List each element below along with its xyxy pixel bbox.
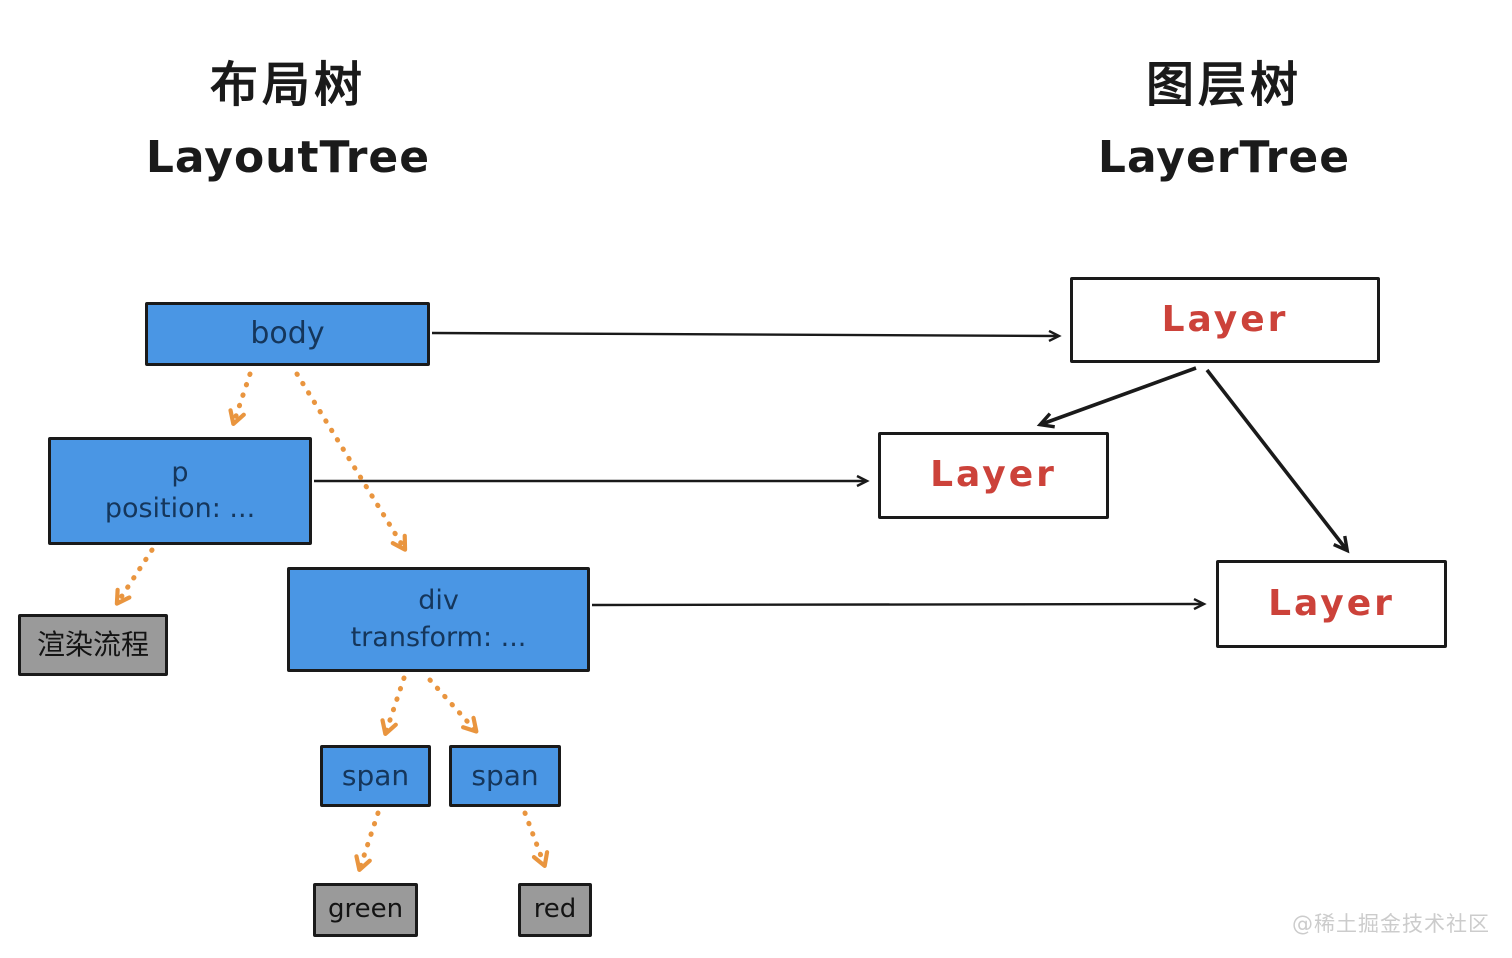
- node-layer-middle-label: Layer: [930, 454, 1057, 496]
- edge-body-p: [228, 371, 253, 426]
- node-green-label: green: [327, 894, 404, 925]
- edge-layer-top-layer-middle: [1036, 366, 1197, 429]
- node-p-style: position: ...: [104, 493, 256, 524]
- node-span-right: span: [449, 745, 561, 807]
- node-layer-bottom: Layer: [1216, 560, 1447, 648]
- edge-div-span-right: [427, 677, 479, 734]
- node-p-tag: p: [171, 456, 189, 488]
- edge-div-layer-bottom: [591, 597, 1207, 611]
- node-div-tag: div: [418, 585, 459, 617]
- node-red-label: red: [533, 894, 577, 925]
- layout-tree-title: 布局树 LayoutTree: [88, 58, 488, 182]
- node-span-left: span: [320, 745, 431, 807]
- node-body: body: [145, 302, 430, 366]
- layer-tree-title-en: LayerTree: [1097, 132, 1351, 183]
- layer-tree-title-cn: 图层树: [1145, 57, 1302, 113]
- layer-tree-title: 图层树 LayerTree: [1024, 58, 1424, 182]
- layout-tree-title-cn: 布局树: [209, 57, 366, 113]
- node-div: div transform: ...: [287, 567, 590, 672]
- node-layer-middle: Layer: [878, 432, 1109, 519]
- edge-body-layer-top: [431, 329, 1062, 343]
- edge-div-span-left: [380, 675, 407, 736]
- node-body-label: body: [250, 315, 325, 351]
- edge-p-render-process: [114, 547, 155, 606]
- edge-layer-top-layer-bottom: [1205, 368, 1350, 554]
- node-span-right-label: span: [471, 759, 539, 793]
- node-red: red: [518, 883, 592, 937]
- layout-tree-title-en: LayoutTree: [145, 132, 431, 183]
- node-div-style: transform: ...: [350, 621, 527, 653]
- edge-span-left-green: [354, 810, 381, 873]
- node-render-process-label: 渲染流程: [36, 628, 149, 662]
- edge-body-div: [294, 371, 408, 552]
- node-span-left-label: span: [341, 759, 410, 793]
- node-green: green: [313, 883, 418, 937]
- node-layer-bottom-label: Layer: [1268, 582, 1395, 624]
- node-layer-top-label: Layer: [1161, 298, 1289, 340]
- node-p: p position: ...: [48, 437, 312, 545]
- watermark: @稀土掘金技术社区: [1292, 912, 1490, 936]
- node-layer-top: Layer: [1070, 277, 1380, 363]
- edge-span-right-red: [522, 810, 550, 868]
- node-render-process: 渲染流程: [18, 614, 168, 676]
